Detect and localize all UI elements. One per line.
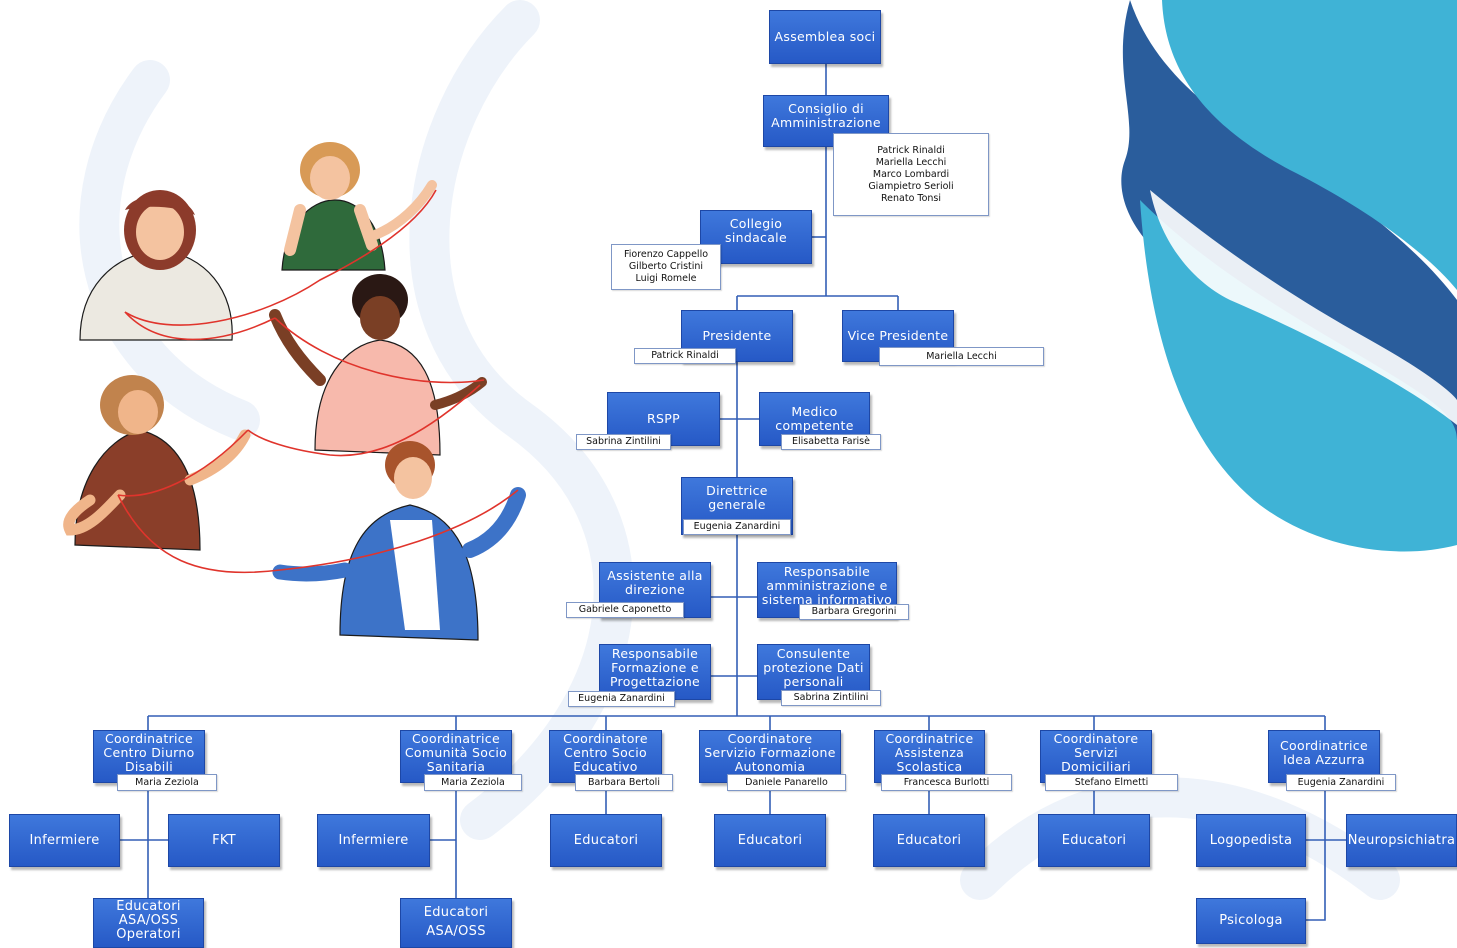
vice-presidente-person: Mariella Lecchi xyxy=(879,347,1044,366)
coord-sfa-title: Coordinatore Servizio Formazione Autonom… xyxy=(704,731,836,774)
coord-cse-person: Barbara Bertoli xyxy=(575,774,673,791)
cdd-infermiere-label: Infermiere xyxy=(29,832,100,848)
box-consiglio-amministrazione[interactable]: Consiglio di Amministrazione xyxy=(763,95,889,147)
coord-ia-person: Eugenia Zanardini xyxy=(1286,774,1396,791)
coord-sd-title: Coordinatore Servizi Domiciliari xyxy=(1053,731,1139,774)
box-ia-psicologa[interactable]: Psicologa xyxy=(1196,898,1306,944)
css-infermiere-label: Infermiere xyxy=(338,832,409,848)
connector-lines xyxy=(120,64,1346,921)
consiglio-member: Mariella Lecchi xyxy=(875,156,947,168)
medico-title: Medico competente xyxy=(775,404,854,433)
box-presidente[interactable]: Presidente xyxy=(681,310,793,362)
collegio-member: Fiorenzo Cappello xyxy=(623,249,709,260)
consiglio-member: Marco Lombardi xyxy=(872,168,950,180)
person-blue-jacket xyxy=(272,441,526,641)
coord-css-title: Coordinatrice Comunità Socio Sanitaria xyxy=(404,731,508,774)
box-ia-logopedista[interactable]: Logopedista xyxy=(1196,814,1306,867)
coord-sfa-person: Daniele Panarello xyxy=(727,774,846,791)
direttrice-person: Eugenia Zanardini xyxy=(683,519,791,535)
ia-neuropsichiatra-label: Neuropsichiatra xyxy=(1347,832,1456,848)
box-cse-educatori[interactable]: Educatori xyxy=(550,814,662,867)
box-cdd-fkt[interactable]: FKT xyxy=(168,814,280,867)
consiglio-title: Consiglio di Amministrazione xyxy=(771,101,881,130)
presidente-person: Patrick Rinaldi xyxy=(634,348,736,364)
box-assemblea-soci[interactable]: Assemblea soci xyxy=(769,10,881,64)
box-sd-educatori[interactable]: Educatori xyxy=(1038,814,1150,867)
box-coordinatore-sfa[interactable]: Coordinatore Servizio Formazione Autonom… xyxy=(699,730,841,783)
consiglio-member: Giampietro Serioli xyxy=(868,180,954,192)
cse-educatori-label: Educatori xyxy=(573,832,639,848)
resp-formazione-title: Responsabile Formazione e Progettazione xyxy=(609,646,701,689)
box-css-educatori[interactable]: Educatori ASA/OSS xyxy=(400,898,512,948)
coord-as-title: Coordinatrice Assistenza Scolastica xyxy=(885,731,974,774)
direttrice-title: Direttrice generale xyxy=(706,483,768,512)
logo-wave xyxy=(1121,0,1457,552)
as-educatori-label: Educatori xyxy=(896,832,962,848)
coord-cdd-title: Coordinatrice Centro Diurno Disabili xyxy=(103,731,195,774)
red-thread xyxy=(117,189,519,574)
person-green-top xyxy=(281,142,437,271)
consulente-title: Consulente protezione Dati personali xyxy=(763,646,864,689)
coord-ia-title: Coordinatrice Idea Azzurra xyxy=(1280,738,1368,767)
coord-sd-person: Stefano Elmetti xyxy=(1045,774,1178,791)
person-cream-sweater xyxy=(79,190,233,341)
coord-as-person: Francesca Burlotti xyxy=(881,774,1012,791)
consulente-person: Sabrina Zintilini xyxy=(781,690,881,706)
presidente-title: Presidente xyxy=(702,328,772,343)
collegio-member: Gilberto Cristini xyxy=(628,261,704,272)
resp-formazione-person: Eugenia Zanardini xyxy=(568,691,675,707)
assemblea-title: Assemblea soci xyxy=(774,29,876,44)
collegio-members-list: Fiorenzo Cappello Gilberto Cristini Luig… xyxy=(611,244,721,290)
sfa-educatori-label: Educatori xyxy=(737,832,803,848)
resp-amministrazione-person: Barbara Gregorini xyxy=(799,604,909,620)
box-sfa-educatori[interactable]: Educatori xyxy=(714,814,826,867)
box-as-educatori[interactable]: Educatori xyxy=(873,814,985,867)
collegio-member: Luigi Romele xyxy=(635,273,697,284)
box-cdd-infermiere[interactable]: Infermiere xyxy=(9,814,120,867)
illustration-people xyxy=(63,142,526,641)
box-cdd-educatori[interactable]: Educatori ASA/OSS Operatori xyxy=(93,898,204,948)
assistente-person: Gabriele Caponetto xyxy=(566,602,684,618)
ia-logopedista-label: Logopedista xyxy=(1209,832,1293,848)
cdd-educatori-label: Educatori ASA/OSS Operatori xyxy=(116,899,181,942)
medico-person: Elisabetta Farisè xyxy=(781,434,881,450)
sd-educatori-label: Educatori xyxy=(1061,832,1127,848)
rspp-title: RSPP xyxy=(647,411,680,426)
consiglio-member: Renato Tonsi xyxy=(880,192,942,204)
box-css-infermiere[interactable]: Infermiere xyxy=(317,814,430,867)
person-brown-top xyxy=(63,375,251,551)
coord-css-person: Maria Zeziola xyxy=(424,774,522,791)
ia-psicologa-label: Psicologa xyxy=(1219,913,1283,928)
box-ia-neuropsichiatra[interactable]: Neuropsichiatra xyxy=(1346,814,1457,867)
cdd-fkt-label: FKT xyxy=(212,832,236,848)
consiglio-member: Patrick Rinaldi xyxy=(877,144,945,156)
coord-cse-title: Coordinatore Centro Socio Educativo xyxy=(563,731,648,774)
css-educatori-label: Educatori ASA/OSS xyxy=(423,905,489,939)
person-pink-shirt xyxy=(269,274,487,456)
consiglio-members-list: Patrick Rinaldi Mariella Lecchi Marco Lo… xyxy=(833,133,989,216)
rspp-person: Sabrina Zintilini xyxy=(576,434,671,450)
vice-presidente-title: Vice Presidente xyxy=(847,328,949,343)
resp-amministrazione-title: Responsabile amministrazione e sistema i… xyxy=(761,564,893,607)
coord-cdd-person: Maria Zeziola xyxy=(117,774,217,791)
collegio-title: Collegio sindacale xyxy=(725,216,787,245)
assistente-title: Assistente alla direzione xyxy=(607,568,703,597)
